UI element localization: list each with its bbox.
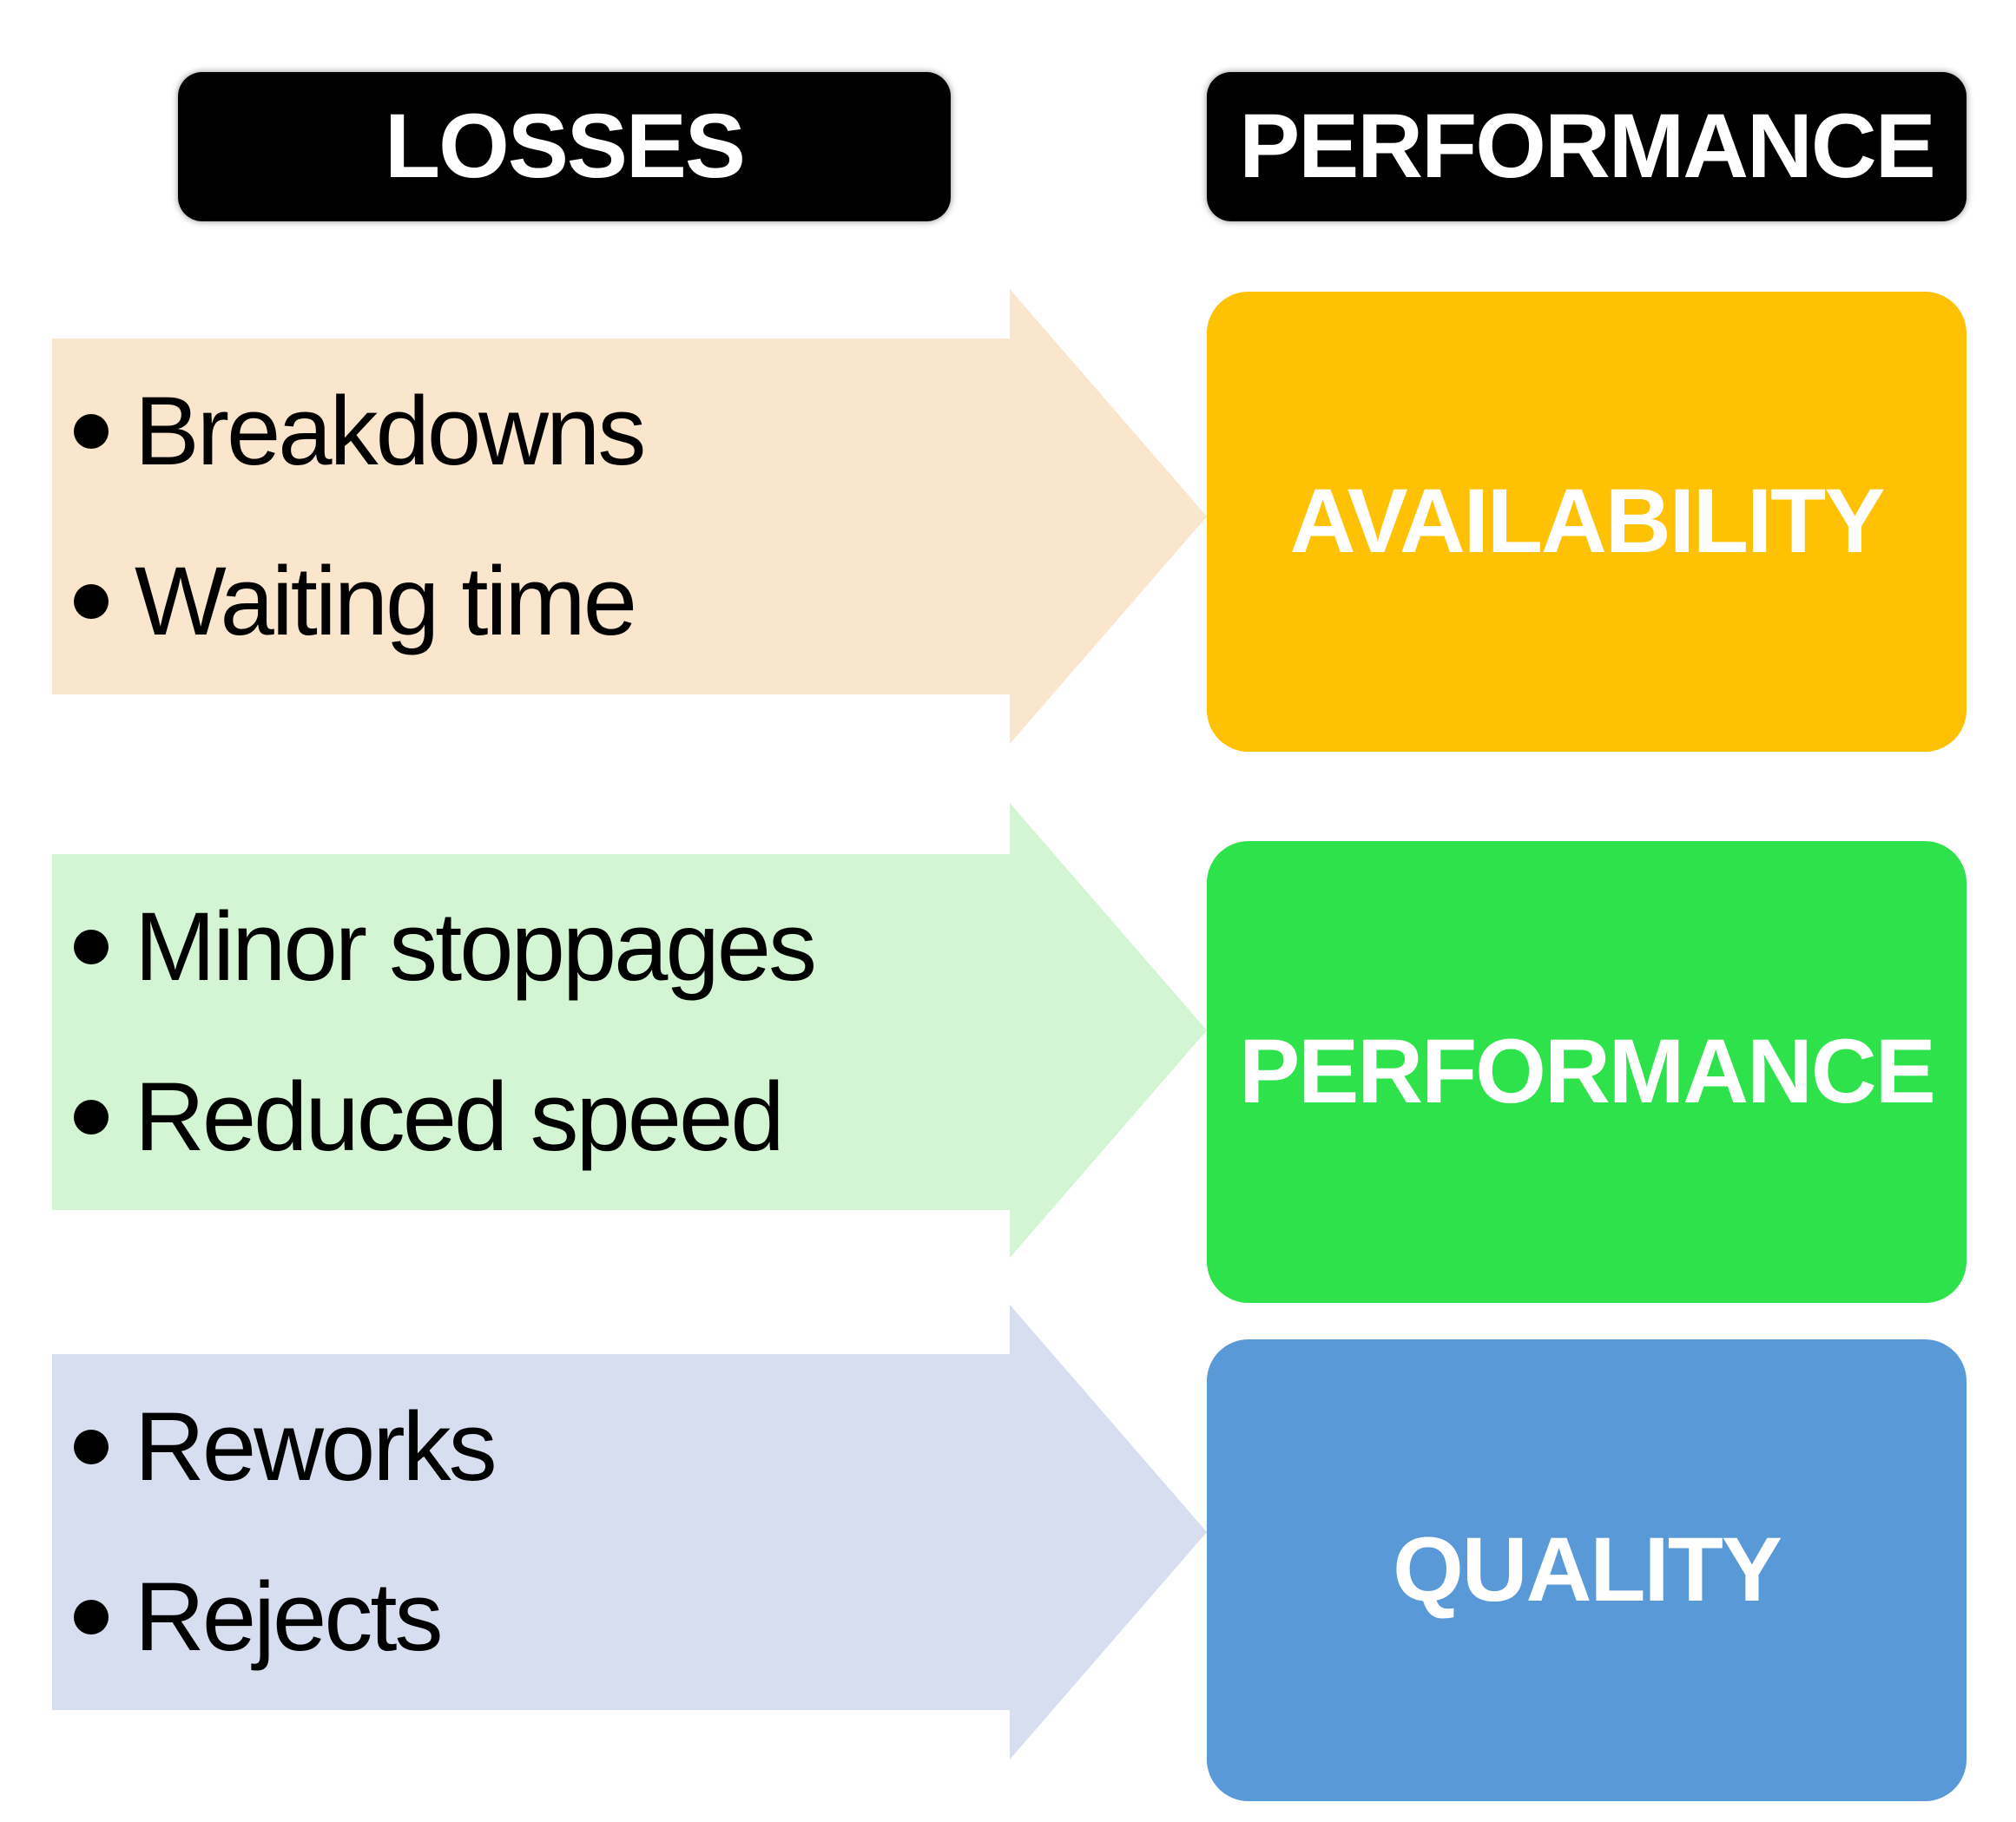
list-item: Rejects bbox=[74, 1556, 1010, 1678]
availability-metric-box: AVAILABILITY bbox=[1207, 292, 1967, 752]
loss-label: Reworks bbox=[135, 1392, 497, 1501]
losses-column-header: LOSSES bbox=[178, 72, 951, 221]
arrow-right-icon bbox=[1010, 1305, 1207, 1760]
performance-losses-arrow: Minor stoppages Reduced speed bbox=[52, 854, 1010, 1210]
bullet-icon bbox=[74, 414, 109, 449]
availability-losses-arrow: Breakdowns Waiting time bbox=[52, 339, 1010, 694]
loss-label: Reduced speed bbox=[135, 1062, 785, 1171]
arrow-right-icon bbox=[1010, 803, 1207, 1258]
bullet-icon bbox=[74, 1430, 109, 1464]
loss-label: Breakdowns bbox=[135, 377, 646, 485]
metric-label: PERFORMANCE bbox=[1239, 1021, 1936, 1122]
bullet-icon bbox=[74, 930, 109, 964]
metric-label: QUALITY bbox=[1393, 1519, 1782, 1621]
loss-label: Minor stoppages bbox=[135, 892, 817, 1001]
bullet-icon bbox=[74, 1100, 109, 1135]
list-item: Reworks bbox=[74, 1386, 1010, 1508]
loss-label: Rejects bbox=[135, 1562, 443, 1671]
loss-label: Waiting time bbox=[135, 547, 637, 655]
bullet-icon bbox=[74, 1600, 109, 1635]
performance-header-label: PERFORMANCE bbox=[1239, 95, 1936, 197]
quality-losses-arrow: Reworks Rejects bbox=[52, 1354, 1010, 1710]
losses-header-label: LOSSES bbox=[385, 95, 746, 197]
list-item: Breakdowns bbox=[74, 371, 1010, 492]
arrow-right-icon bbox=[1010, 289, 1207, 744]
quality-metric-box: QUALITY bbox=[1207, 1339, 1967, 1801]
performance-column-header: PERFORMANCE bbox=[1207, 72, 1967, 221]
metric-label: AVAILABILITY bbox=[1289, 470, 1886, 572]
bullet-icon bbox=[74, 584, 109, 619]
list-item: Waiting time bbox=[74, 541, 1010, 662]
list-item: Reduced speed bbox=[74, 1056, 1010, 1178]
list-item: Minor stoppages bbox=[74, 886, 1010, 1008]
performance-metric-box: PERFORMANCE bbox=[1207, 841, 1967, 1303]
